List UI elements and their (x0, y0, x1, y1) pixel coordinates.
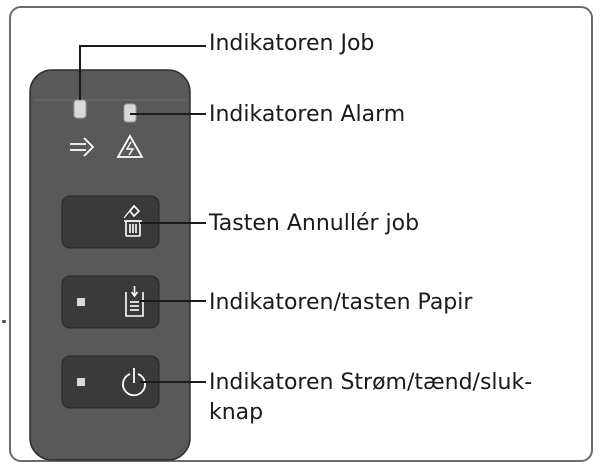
warning-triangle-icon (116, 134, 144, 158)
power-indicator-led (77, 378, 85, 386)
job-leader-line (79, 45, 206, 100)
cancel-job-label: Tasten Annullér job (209, 211, 420, 236)
edge-dot (2, 320, 6, 323)
cancel-job-trash-icon (123, 204, 142, 237)
power-icon (122, 368, 146, 397)
paper-indicator-led (77, 298, 85, 306)
power-button[interactable] (61, 355, 160, 409)
job-indicator-label: Indikatoren Job (209, 31, 375, 56)
leader-lines (79, 45, 206, 383)
power-button-label-line1: Indikatoren Strøm/tænd/sluk- (209, 370, 533, 395)
arrow-into-diamond-icon (70, 137, 95, 157)
paper-button[interactable] (61, 275, 160, 329)
paper-feed-icon (125, 286, 144, 317)
job-indicator-led (73, 99, 87, 119)
alarm-indicator-label: Indikatoren Alarm (209, 102, 406, 127)
power-button-label-line2: knap (209, 400, 264, 425)
paper-button-label: Indikatoren/tasten Papir (209, 290, 473, 315)
